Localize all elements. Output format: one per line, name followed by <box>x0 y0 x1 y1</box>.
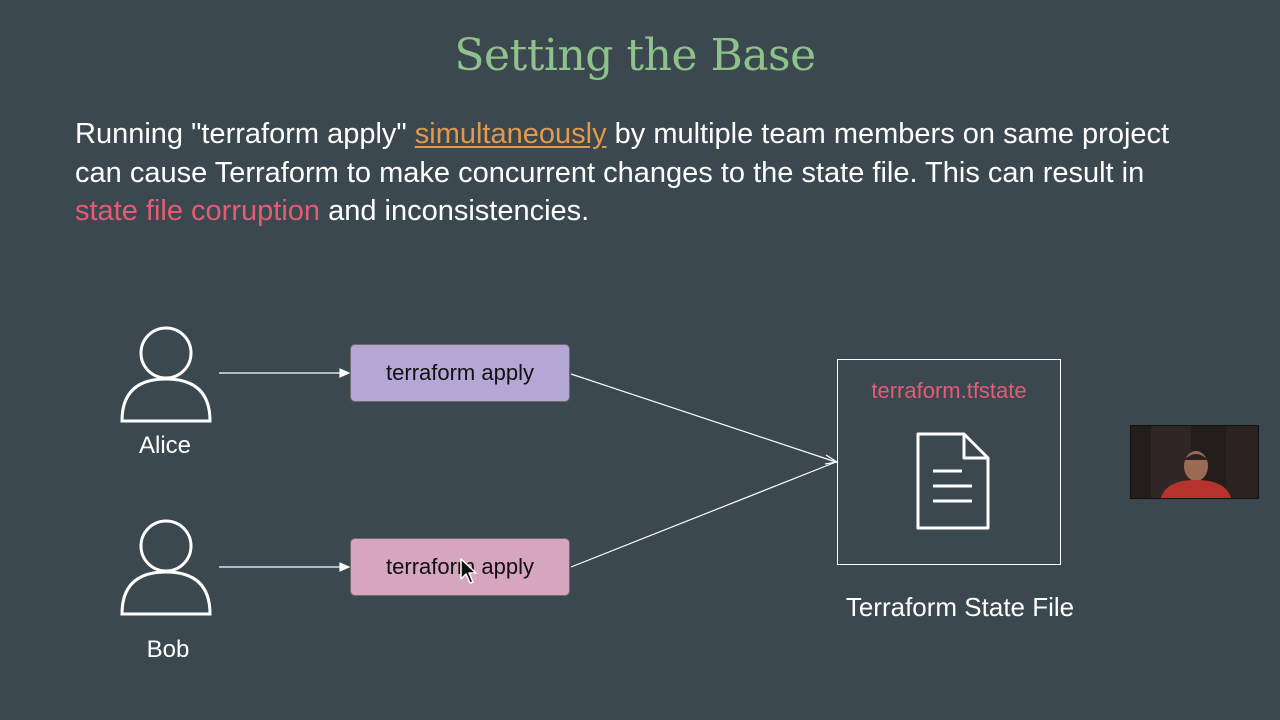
arrow-icon <box>219 368 351 378</box>
command-box-bob: terraform apply <box>350 538 570 596</box>
arrow-icon <box>219 562 351 572</box>
command-label: terraform apply <box>386 360 534 385</box>
presenter-webcam <box>1130 425 1259 499</box>
paragraph-text-1: Running "terraform apply" <box>75 118 415 150</box>
presenter-silhouette <box>1131 426 1258 498</box>
intro-paragraph: Running "terraform apply" simultaneously… <box>75 115 1215 231</box>
arrow-icon <box>570 373 839 465</box>
person-label-bob: Bob <box>146 636 190 663</box>
person-icon <box>120 326 212 423</box>
mouse-cursor-icon <box>460 558 477 584</box>
command-label: terraform apply <box>386 554 534 579</box>
state-file-box: terraform.tfstate <box>837 359 1061 565</box>
person-label-alice: Alice <box>138 432 192 459</box>
arrow-icon <box>570 461 837 568</box>
paragraph-text-3: and inconsistencies. <box>320 195 590 227</box>
state-file-caption: Terraform State File <box>845 592 1075 622</box>
person-icon <box>120 519 212 616</box>
slide-title: Setting the Base <box>454 30 816 81</box>
highlight-state-file-corruption: state file corruption <box>75 195 321 227</box>
highlight-simultaneously: simultaneously <box>414 118 607 150</box>
state-filename: terraform.tfstate <box>871 378 1027 403</box>
paragraph-text-2: by multiple team members on same project… <box>75 118 1170 189</box>
document-icon <box>916 432 990 530</box>
command-box-alice: terraform apply <box>350 344 570 402</box>
